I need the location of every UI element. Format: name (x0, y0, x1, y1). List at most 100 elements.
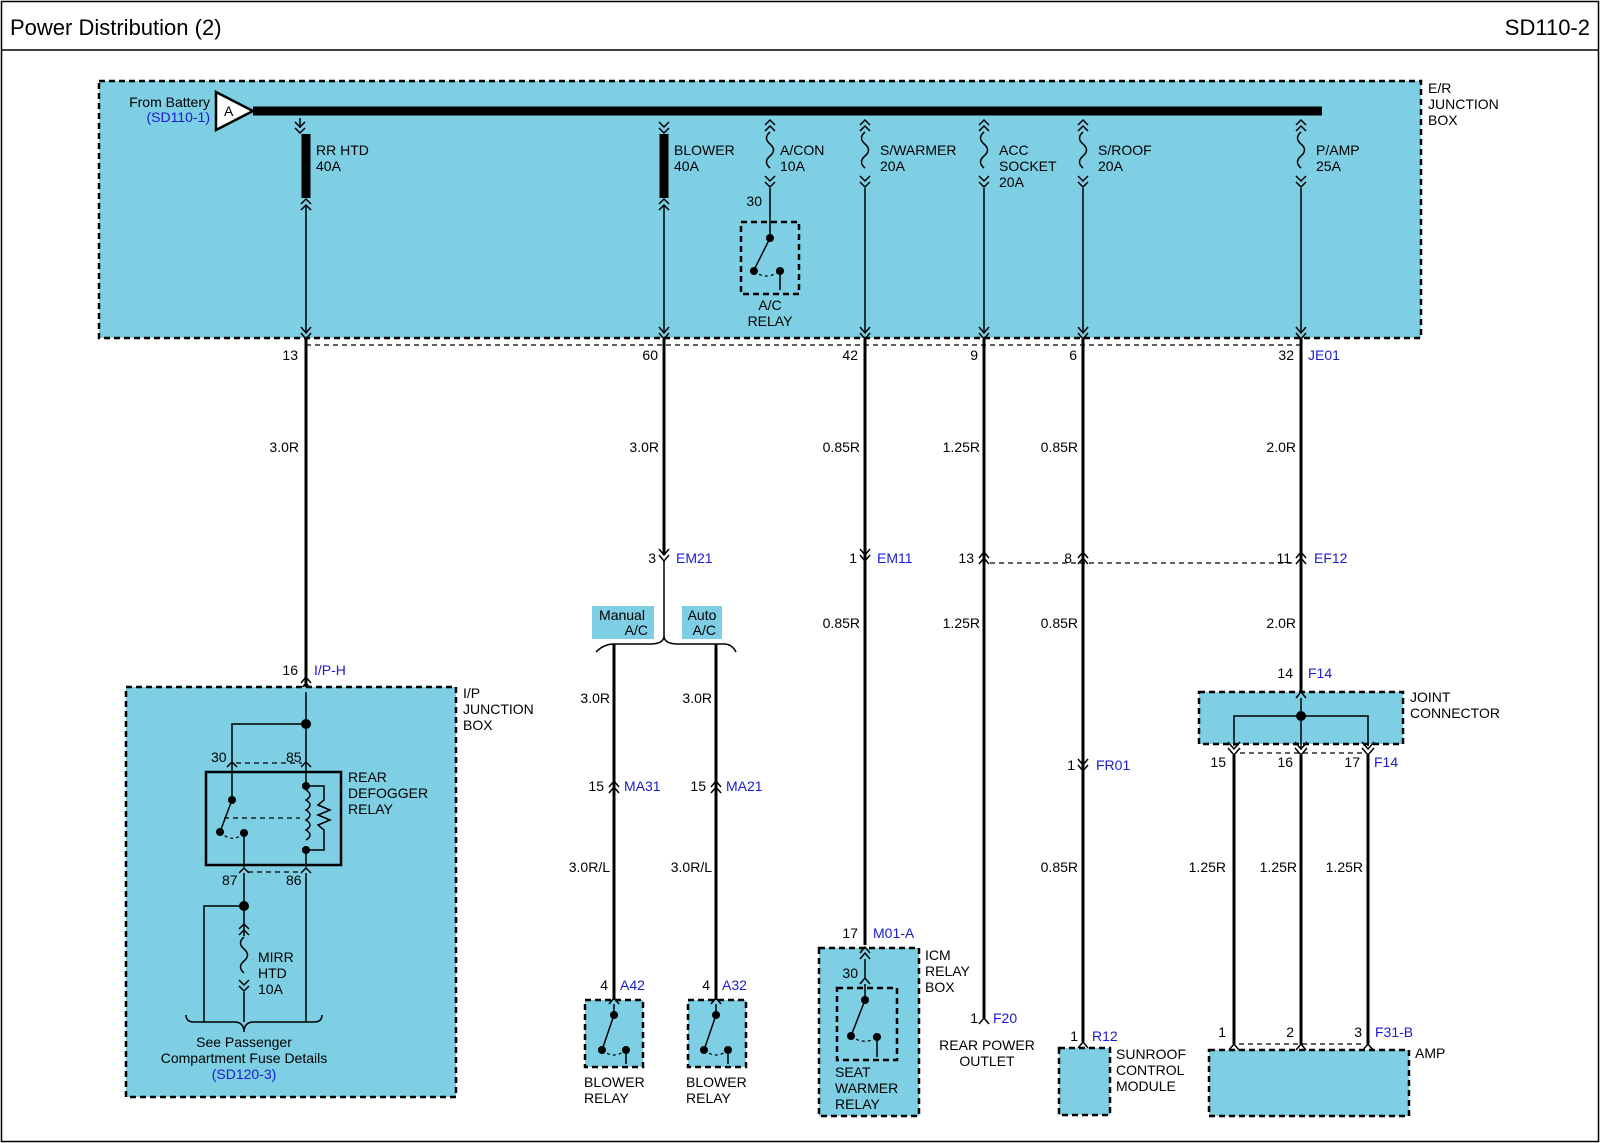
seat-warmer-label-2: WARMER (835, 1080, 898, 1096)
amp-wire-size-2: 1.25R (1260, 859, 1297, 875)
page-title: Power Distribution (2) (10, 15, 222, 40)
em21-pin: 3 (648, 550, 656, 566)
ma31-pin: 15 (588, 778, 604, 794)
m01a-pin: 17 (842, 925, 858, 941)
page-code: SD110-2 (1505, 15, 1590, 40)
tag-manual-ac (592, 606, 654, 639)
amp-pin-1: 1 (1218, 1024, 1226, 1040)
icm-relay-box (817, 946, 921, 1118)
f20-code: F20 (993, 1010, 1017, 1026)
wire-acc-socket-size: 1.25R (943, 439, 980, 455)
er-box-label-2: JUNCTION (1428, 96, 1499, 112)
fuse-mirr-htd (185, 873, 323, 1033)
battery-label: From Battery (129, 94, 210, 110)
seat-warmer-label-3: RELAY (835, 1096, 881, 1112)
ip-note-ref: (SD120-3) (212, 1066, 277, 1082)
amp-pin-3: 3 (1354, 1024, 1362, 1040)
ef12-amp-connector-icon (1295, 550, 1307, 559)
fuse-rr-htd (294, 118, 312, 341)
ip-junction-box (124, 685, 458, 1099)
em21-code: EM21 (676, 550, 713, 566)
ef12-pin-13: 13 (958, 550, 974, 566)
ma21-pin: 15 (690, 778, 706, 794)
tag-manual-ac-1: Manual (599, 607, 645, 623)
fuse-a-con-rating: 10A (780, 158, 806, 174)
f20-pin: 1 (970, 1010, 978, 1026)
mirr-htd-sub: HTD (258, 965, 287, 981)
fuse-s-roof (1077, 118, 1089, 341)
ip-box-label-1: I/P (463, 685, 480, 701)
tag-auto-ac (682, 606, 722, 639)
icm-label-3: BOX (925, 979, 955, 995)
seat-warmer-relay-pin: 30 (842, 965, 858, 981)
fuse-blower (658, 121, 670, 341)
joint-in-code: F14 (1308, 665, 1332, 681)
amp-pin-2: 2 (1286, 1024, 1294, 1040)
rear-defogger-relay (204, 692, 343, 874)
sunroof-wire2: 0.85R (1041, 615, 1078, 631)
amp-wire-size-1: 1.25R (1189, 859, 1226, 875)
ma31-code: MA31 (624, 778, 661, 794)
defogger-pin-86: 86 (286, 872, 302, 888)
ef12-sunroof-connector-icon (1077, 550, 1089, 559)
icm-label-2: RELAY (925, 963, 971, 979)
mirr-htd-name: MIRR (258, 949, 294, 965)
seat-warmer-label-1: SEAT (835, 1064, 871, 1080)
joint-out-pin-15: 15 (1210, 754, 1226, 770)
defogger-label-1: REAR (348, 769, 387, 785)
mirr-htd-rating: 10A (258, 981, 284, 997)
manual-wire1: 3.0R (580, 690, 610, 706)
ip-h-pin: 16 (282, 662, 298, 678)
fuse-acc-socket (978, 118, 990, 341)
r12-connector-icon (1077, 1040, 1089, 1049)
a32-code: A32 (722, 977, 747, 993)
ma21-code: MA21 (726, 778, 763, 794)
rear-outlet-label-1: REAR POWER (939, 1037, 1035, 1053)
blower-relay-manual-label-2: RELAY (584, 1090, 630, 1106)
ip-note-2: Compartment Fuse Details (161, 1050, 328, 1066)
defogger-pin-30: 30 (211, 749, 227, 765)
rear-outlet-label-2: OUTLET (959, 1053, 1015, 1069)
er-pin-9: 9 (970, 347, 978, 363)
er-pin-60: 60 (642, 347, 658, 363)
defogger-pin-87: 87 (222, 872, 238, 888)
er-box-label-1: E/R (1428, 80, 1451, 96)
auto-wire1: 3.0R (682, 690, 712, 706)
amp-wire-size-3: 1.25R (1326, 859, 1363, 875)
er-pin-42: 42 (842, 347, 858, 363)
fuse-acc-socket-name-1: ACC (999, 142, 1029, 158)
ip-box-label-3: BOX (463, 717, 493, 733)
blower-relay-manual (583, 998, 645, 1069)
ac-relay-switch-icon (750, 222, 784, 290)
sunroof-control-module (1057, 1046, 1112, 1117)
blower-relay-auto-label-1: BLOWER (686, 1074, 747, 1090)
ac-relay-label-2: RELAY (748, 313, 794, 329)
defogger-pin-85: 85 (286, 749, 302, 765)
fuse-s-roof-name: S/ROOF (1098, 142, 1152, 158)
wire-s-roof-size: 0.85R (1041, 439, 1078, 455)
amp-wire2: 2.0R (1266, 615, 1296, 631)
sunroof-label-3: MODULE (1116, 1078, 1176, 1094)
ac-relay-pin: 30 (746, 193, 762, 209)
sunroof-wire3: 0.85R (1041, 859, 1078, 875)
em11-code: EM11 (877, 550, 913, 566)
joint-out-pin-17: 17 (1344, 754, 1360, 770)
fuse-rr-htd-name: RR HTD (316, 142, 369, 158)
sunroof-label-2: CONTROL (1116, 1062, 1185, 1078)
er-pin-13: 13 (282, 347, 298, 363)
fuse-s-roof-rating: 20A (1098, 158, 1124, 174)
ac-option-split (595, 635, 737, 653)
joint-in-pin: 14 (1277, 665, 1293, 681)
battery-connector-letter: A (224, 103, 234, 119)
warmer-wire2: 0.85R (823, 615, 860, 631)
amp-connector-icon (1228, 1042, 1374, 1051)
fuse-s-warmer-name: S/WARMER (880, 142, 956, 158)
fuse-blower-name: BLOWER (674, 142, 735, 158)
auto-wire2: 3.0R/L (671, 859, 712, 875)
battery-ref: (SD110-1) (146, 109, 210, 125)
ef12-socket-connector-icon (978, 550, 990, 559)
battery-connector-icon (214, 89, 256, 133)
joint-out-pin-16: 16 (1277, 754, 1293, 770)
fr01-code: FR01 (1096, 757, 1130, 773)
